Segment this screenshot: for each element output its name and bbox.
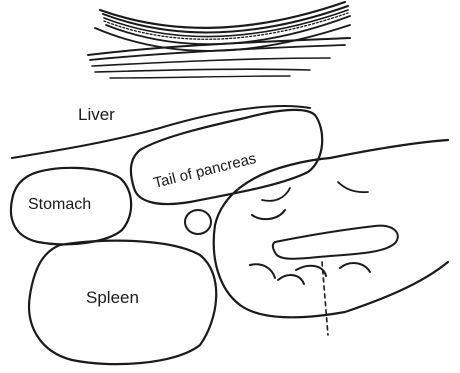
label-liver: Liver <box>78 105 115 124</box>
vessel-circle <box>185 210 211 234</box>
label-spleen: Spleen <box>86 288 139 307</box>
abdominal-wall-band <box>88 2 350 78</box>
label-stomach: Stomach <box>28 196 91 213</box>
kidney-internal-structures <box>250 182 398 284</box>
